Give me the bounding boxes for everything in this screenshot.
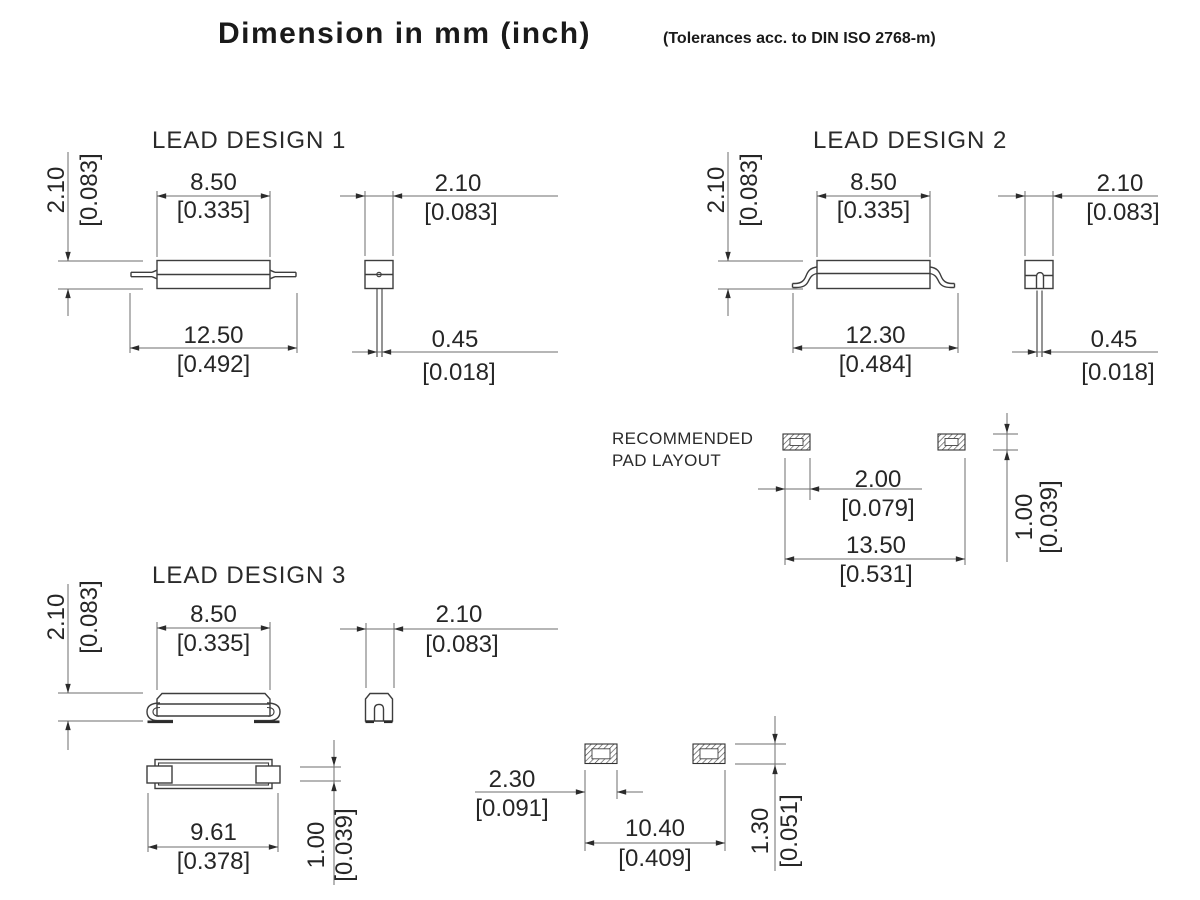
ld1-end-width-in: [0.083] (424, 199, 497, 226)
ld1-height-in: [0.083] (76, 153, 103, 226)
pad3-height-mm: 1.30 (747, 808, 774, 855)
ld2-end-outline (1024, 259, 1054, 290)
ld3-right-tab (255, 765, 281, 784)
ld3-end-view (364, 692, 394, 724)
pad3-width-mm: 2.30 (489, 766, 536, 793)
ld2-lead-dia-in: [0.018] (1081, 359, 1154, 386)
ld3-length-in: [0.378] (177, 848, 250, 875)
ld2-right-gullwing-lead (929, 266, 956, 289)
ld2-length-in: [0.484] (839, 351, 912, 378)
ld1-height-mm: 2.10 (43, 167, 70, 214)
ld2-end-width-in: [0.083] (1086, 199, 1159, 226)
recommended-pad-layout: RECOMMENDED PAD LAYOUT 2.00 [0.079] 13.5… (612, 413, 1063, 588)
ld3-side-view (146, 692, 281, 724)
ld3-height-mm: 2.10 (43, 594, 70, 641)
lead-design-3: LEAD DESIGN 3 (43, 562, 558, 885)
ld1-end-view (364, 259, 394, 357)
pad3-height-in: [0.051] (776, 794, 803, 867)
ld2-left-gullwing-lead (791, 266, 818, 289)
pad-width-mm: 2.00 (855, 466, 902, 493)
ld3-right-wrap-lead (254, 702, 281, 722)
pad-right-window (944, 438, 959, 446)
ld1-label: LEAD DESIGN 1 (152, 127, 346, 154)
ld3-body-width-in: [0.335] (177, 630, 250, 657)
pad-span-in: [0.531] (839, 561, 912, 588)
ld3-bottom-outline (154, 758, 273, 790)
ld1-length-in: [0.492] (177, 351, 250, 378)
ld2-body-width-in: [0.335] (837, 197, 910, 224)
ld1-right-lead (269, 269, 297, 280)
ld3-body-outline (156, 692, 271, 717)
ld1-end-width-mm: 2.10 (435, 170, 482, 197)
ld2-length-mm: 12.30 (845, 322, 905, 349)
pad-layout-label-line1: RECOMMENDED (612, 429, 753, 448)
pad-span-mm: 13.50 (846, 532, 906, 559)
title: Dimension in mm (inch) (Tolerances acc. … (218, 17, 936, 50)
ld3-end-lead-tab (373, 703, 385, 721)
pad-layout-3: 2.30 [0.091] 10.40 [0.409] 1.30 [0.051] (475, 716, 803, 872)
pad-left-window (789, 438, 804, 446)
pad-height-mm: 1.00 (1011, 494, 1038, 541)
ld2-end-width-mm: 2.10 (1097, 170, 1144, 197)
ld1-lead-dia-mm: 0.45 (432, 326, 479, 353)
ld1-left-lead (130, 269, 158, 280)
pad3-dimensions: 2.30 [0.091] 10.40 [0.409] 1.30 [0.051] (475, 716, 803, 872)
pad3-right-window (699, 748, 719, 760)
ld3-end-width-mm: 2.10 (436, 601, 483, 628)
pad3-width-in: [0.091] (475, 795, 548, 822)
page-title: Dimension in mm (inch) (218, 17, 591, 50)
ld2-lead-dia-mm: 0.45 (1091, 326, 1138, 353)
ld3-foot-height-in: [0.039] (331, 808, 358, 881)
ld1-body-width-mm: 8.50 (190, 169, 237, 196)
lead-design-2: LEAD DESIGN 2 8.50 [0.335] 12.30 [0.484]… (703, 127, 1160, 386)
ld1-side-view (130, 259, 297, 290)
ld3-end-outline (364, 692, 394, 722)
ld2-end-dimensions: 2.10 [0.083] 0.45 [0.018] (998, 170, 1160, 386)
ld1-wire-section (376, 271, 382, 278)
ld2-height-in: [0.083] (736, 153, 763, 226)
ld2-end-view (1024, 259, 1054, 357)
pad-layout-label-line2: PAD LAYOUT (612, 451, 721, 470)
ld1-length-mm: 12.50 (183, 322, 243, 349)
ld2-side-view (791, 259, 956, 290)
pad-layout-dimensions: 2.00 [0.079] 13.50 [0.531] 1.00 [0.039] (758, 413, 1063, 588)
tolerance-note: (Tolerances acc. to DIN ISO 2768-m) (663, 30, 936, 47)
ld1-dimensions: 8.50 [0.335] 12.50 [0.492] 2.10 [0.083] (43, 152, 298, 378)
ld2-label: LEAD DESIGN 2 (813, 127, 1007, 154)
pad-height-in: [0.039] (1036, 480, 1063, 553)
ld2-dimensions: 8.50 [0.335] 12.30 [0.484] 2.10 [0.083] (703, 152, 959, 378)
pad-width-in: [0.079] (841, 495, 914, 522)
ld3-left-tab (146, 765, 173, 784)
ld3-foot-height-mm: 1.00 (303, 822, 330, 869)
ld3-height-in: [0.083] (76, 580, 103, 653)
ld3-label: LEAD DESIGN 3 (152, 562, 346, 589)
ld3-dimensions: 8.50 [0.335] 9.61 [0.378] 2.10 [0.083] 1… (43, 580, 358, 885)
ld1-lead-dia-in: [0.018] (422, 359, 495, 386)
ld3-bottom-view (146, 758, 281, 790)
pad3-span-mm: 10.40 (625, 815, 685, 842)
ld2-flat-lead-tab (1035, 271, 1045, 289)
ld1-body-width-in: [0.335] (177, 197, 250, 224)
ld3-end-dimensions: 2.10 [0.083] (340, 601, 558, 688)
ld3-left-wrap-lead (146, 702, 173, 722)
ld3-body-width-mm: 8.50 (190, 601, 237, 628)
ld1-end-dimensions: 2.10 [0.083] 0.45 [0.018] (340, 170, 558, 386)
ld3-length-mm: 9.61 (190, 819, 237, 846)
ld3-end-width-in: [0.083] (425, 631, 498, 658)
pad3-left-window (591, 748, 611, 760)
ld2-height-mm: 2.10 (703, 167, 730, 214)
lead-design-1: LEAD DESIGN 1 8.50 [0.335] 12.50 [0.492]… (43, 127, 558, 386)
ld2-body-outline (816, 259, 931, 290)
pad3-span-in: [0.409] (618, 845, 691, 872)
ld2-body-width-mm: 8.50 (850, 169, 897, 196)
